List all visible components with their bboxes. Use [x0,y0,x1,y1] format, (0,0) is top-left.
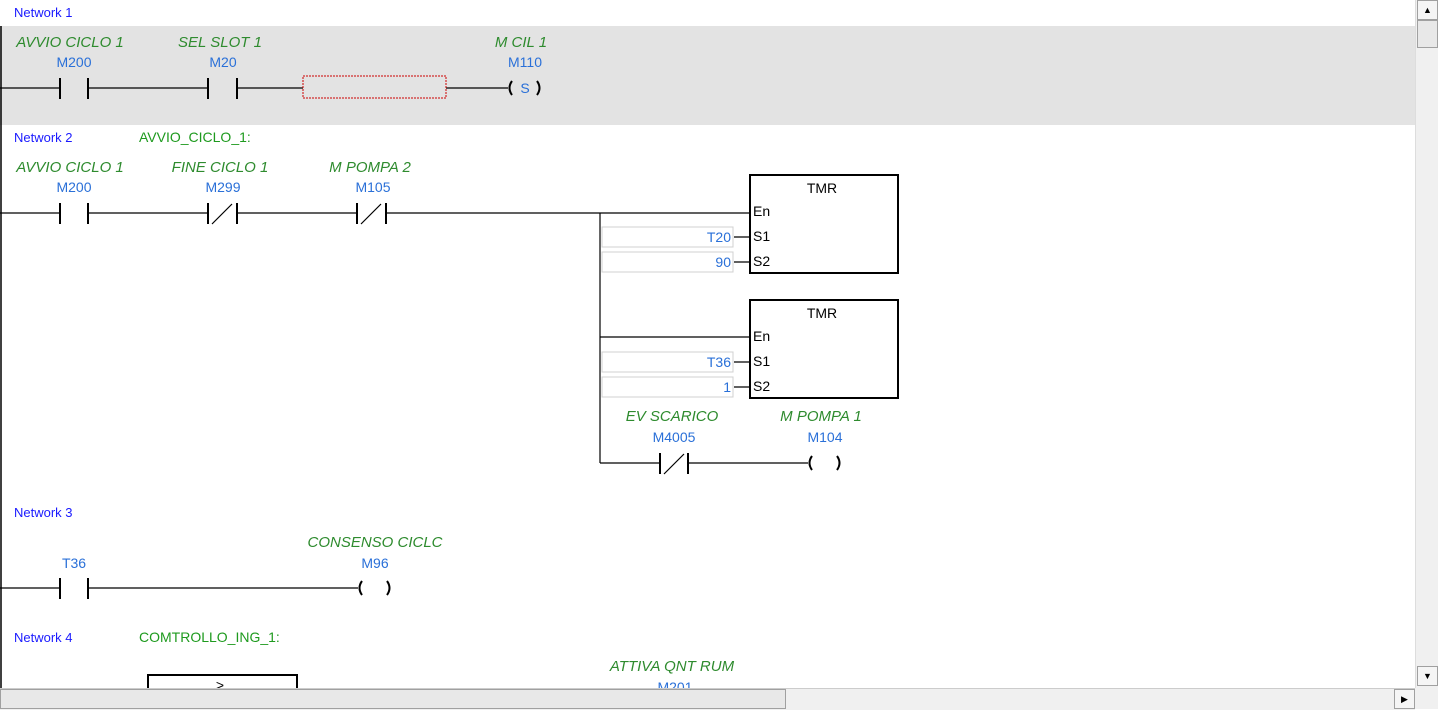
coil-comment: M CIL 1 [495,34,547,51]
network-label: Network 1 [14,5,73,20]
tmr-block-2[interactable]: TMR En S1 S2 T36 1 [601,299,899,399]
scrollbar-corner [1415,688,1438,709]
pin-s2: S2 [753,378,770,394]
scroll-down-button[interactable]: ▼ [1417,666,1438,686]
pin-en: En [753,203,770,219]
coil-address: M201 [657,679,692,688]
contact-comment: EV SCARICO [626,408,719,425]
vertical-scroll-thumb[interactable] [1417,20,1438,48]
contact-address: M4005 [653,429,696,445]
contact-comment: SEL SLOT 1 [178,34,262,51]
rung-wire [0,212,808,464]
coil-address: M110 [508,54,542,70]
contact-address: M20 [209,54,236,70]
contact-comment: FINE CICLO 1 [172,159,269,176]
coil-comment: M POMPA 1 [780,408,862,425]
compare-block[interactable] [147,674,298,688]
horizontal-scrollbar[interactable]: ▶ [0,688,1415,710]
network-title: COMTROLLO_ING_1: [139,629,280,645]
contact-comment: AVVIO CICLO 1 [15,34,124,51]
selected-network-bg [0,26,1415,125]
network-title: AVVIO_CICLO_1: [139,129,251,145]
contact-no-m200[interactable] [59,203,89,224]
contact-comment: AVVIO CICLO 1 [15,159,124,176]
set-coil-m110[interactable]: S [508,80,541,96]
coil-address: M104 [807,429,842,445]
coil-m104[interactable] [808,455,841,471]
pin-s2: S2 [753,253,770,269]
network-4[interactable]: Network 4 COMTROLLO_ING_1: > ATTIVA QNT … [14,629,735,688]
network-3[interactable]: Network 3 T36 CONSENSO CICLC M96 [0,505,443,599]
contact-address: M299 [205,179,240,195]
s2-operand: 1 [723,379,731,395]
ladder-editor[interactable]: Network 1 AVVIO CICLO 1 M200 SEL SLOT 1 … [0,0,1415,688]
network-2[interactable]: Network 2 AVVIO_CICLO_1: AVVIO CICLO 1 M… [0,129,899,475]
coil-address: M96 [361,555,388,571]
contact-no-t36[interactable] [59,578,89,599]
pin-s1: S1 [753,228,770,244]
contact-nc-m299[interactable] [207,203,238,225]
coil-comment: CONSENSO CICLC [307,534,442,551]
coil-m96[interactable] [358,580,391,596]
scroll-up-button[interactable]: ▲ [1417,0,1438,20]
contact-nc-m105[interactable] [356,203,387,225]
s2-operand-field[interactable] [601,251,734,273]
network-label: Network 4 [14,630,73,645]
block-symbol: > [216,677,224,688]
contact-address: M105 [355,179,390,195]
contact-address: M200 [56,179,91,195]
contact-address: M200 [56,54,91,70]
block-name: TMR [807,180,837,196]
s2-operand-field[interactable] [601,376,734,398]
vertical-scrollbar[interactable]: ▲ ▼ [1415,0,1438,688]
pin-en: En [753,328,770,344]
contact-nc-m4005[interactable] [659,453,689,475]
contact-comment: M POMPA 2 [329,159,411,176]
contact-no-m20[interactable] [207,78,238,99]
network-1[interactable]: Network 1 AVVIO CICLO 1 M200 SEL SLOT 1 … [0,5,1415,125]
network-label: Network 2 [14,130,73,145]
contact-no-m200[interactable] [59,78,89,99]
coil-symbol: S [520,80,529,96]
contact-address: T36 [62,555,86,571]
selection-cursor[interactable] [302,75,447,99]
s2-operand: 90 [715,254,731,270]
tmr-block-1[interactable]: TMR En S1 S2 T20 90 [601,174,899,274]
horizontal-scroll-thumb[interactable] [0,689,786,709]
s1-operand: T36 [707,354,731,370]
s1-operand-field[interactable] [601,226,734,248]
block-name: TMR [807,305,837,321]
pin-s1: S1 [753,353,770,369]
scroll-right-button[interactable]: ▶ [1394,689,1415,709]
s1-operand-field[interactable] [601,351,734,373]
network-label: Network 3 [14,505,73,520]
coil-comment: ATTIVA QNT RUM [609,658,735,675]
s1-operand: T20 [707,229,731,245]
